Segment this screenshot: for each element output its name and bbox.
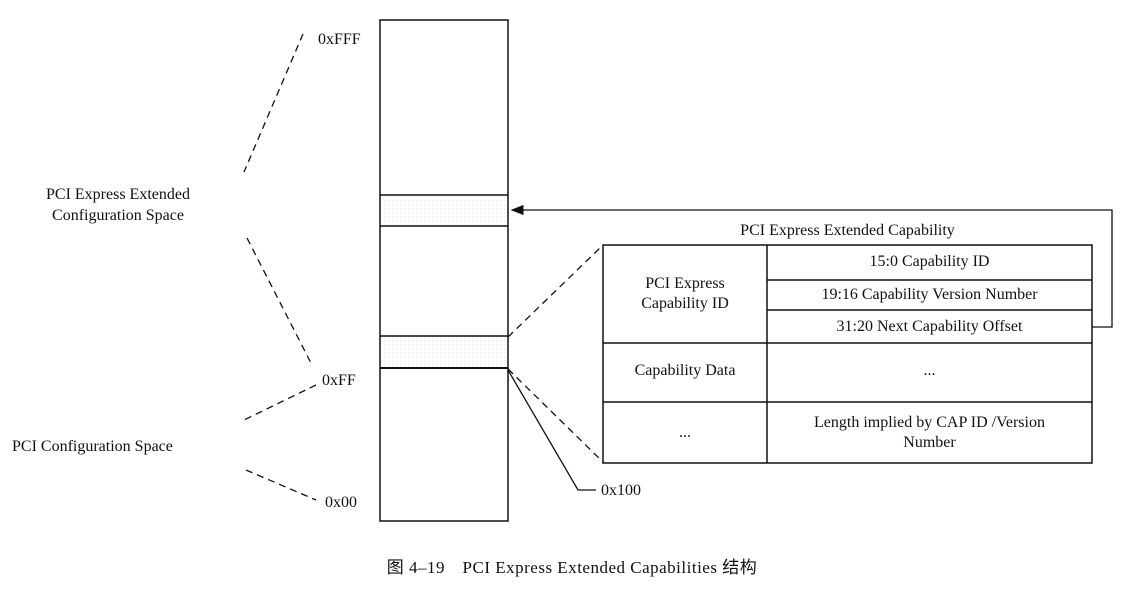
ellipsis-cell: ... bbox=[679, 424, 691, 441]
capability-id-header-line1: PCI Express bbox=[645, 275, 725, 292]
address-label-0x100: 0x100 bbox=[601, 482, 641, 499]
length-implied-cell: Length implied by CAP ID /Version Number bbox=[767, 413, 1092, 453]
capability-data-cell: Capability Data bbox=[634, 362, 736, 379]
extended-brace-top bbox=[243, 33, 304, 173]
field-next-capability-offset: 31:20 Next Capability Offset bbox=[836, 318, 1023, 335]
next-capability-arrow bbox=[510, 204, 1113, 328]
extended-space-label: PCI Express Extended Configuration Space bbox=[14, 184, 222, 226]
address-label-0xff: 0xFF bbox=[322, 372, 356, 389]
first-extended-capability-region bbox=[381, 336, 507, 368]
pointer-0x100 bbox=[507, 369, 596, 491]
extended-space-label-line2: Configuration Space bbox=[52, 207, 184, 224]
field-capability-version: 19:16 Capability Version Number bbox=[821, 286, 1038, 303]
capability-table-title: PCI Express Extended Capability bbox=[740, 222, 955, 239]
config-brace-top bbox=[243, 384, 317, 421]
config-space-column bbox=[379, 19, 509, 522]
capability-id-header-cell: PCI Express Capability ID bbox=[603, 274, 767, 314]
address-label-0x00: 0x00 bbox=[325, 494, 357, 511]
length-implied-line1: Length implied by CAP ID /Version bbox=[814, 414, 1045, 431]
capability-id-header-line2: Capability ID bbox=[641, 295, 729, 312]
extended-capability-region bbox=[381, 195, 507, 226]
field-capability-id: 15:0 Capability ID bbox=[869, 253, 990, 270]
extended-space-label-line1: PCI Express Extended bbox=[46, 186, 190, 203]
zoom-line-top bbox=[507, 244, 604, 338]
zoom-line-bottom bbox=[507, 368, 604, 463]
figure-caption: 图 4–19 PCI Express Extended Capabilities… bbox=[386, 558, 758, 577]
length-implied-line2: Number bbox=[903, 434, 956, 451]
capability-table bbox=[602, 244, 1093, 464]
config-space-label: PCI Configuration Space bbox=[12, 438, 173, 455]
config-brace-bottom bbox=[245, 469, 317, 501]
capability-data-value: ... bbox=[923, 362, 936, 379]
extended-brace-bottom bbox=[246, 237, 313, 366]
address-label-0xfff: 0xFFF bbox=[318, 31, 361, 48]
